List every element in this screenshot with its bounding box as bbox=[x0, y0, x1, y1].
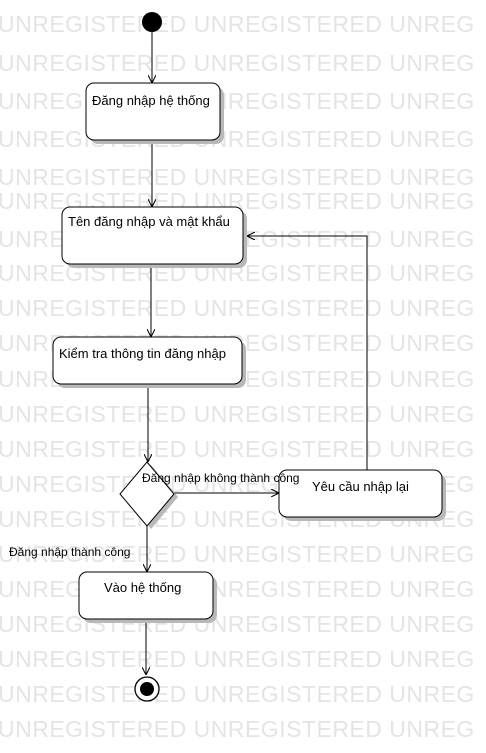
edge-retry-to-credentials bbox=[247, 236, 368, 470]
watermark-row: UNREGISTERED UNREGISTERED UNREG bbox=[0, 164, 475, 190]
activity-credentials[interactable]: Tên đăng nhập và mật khẩu bbox=[61, 206, 247, 268]
edges bbox=[146, 32, 368, 675]
watermark-row: UNREGISTERED UNREGISTERED UNREG bbox=[0, 646, 475, 672]
watermark-row: UNREGISTERED UNREGISTERED UNREG bbox=[0, 611, 475, 637]
watermark-row: UNREGISTERED UNREGISTERED UNREG bbox=[0, 576, 475, 602]
activity-enter-system[interactable]: Vào hệ thống bbox=[78, 571, 217, 623]
activity-retry[interactable]: Yêu cầu nhập lại bbox=[278, 469, 446, 521]
edge-label-success: Đăng nhập thành công bbox=[9, 545, 130, 559]
activity-label: Yêu cầu nhập lại bbox=[312, 479, 409, 494]
watermark-row: UNREGISTERED UNREGISTERED UNREG bbox=[0, 50, 475, 76]
watermark: UNREGISTERED UNREGISTERED UNREG UNREGIST… bbox=[0, 11, 475, 742]
watermark-row: UNREGISTERED UNREGISTERED UNREG bbox=[0, 295, 475, 321]
watermark-row: UNREGISTERED UNREGISTERED UNREG bbox=[0, 88, 475, 114]
watermark-row: UNREGISTERED UNREGISTERED UNREG bbox=[0, 716, 475, 742]
activity-label: Kiểm tra thông tin đăng nhập bbox=[59, 346, 226, 361]
watermark-row: UNREGISTERED UNREGISTERED UNREG bbox=[0, 126, 475, 152]
initial-node bbox=[142, 12, 162, 32]
decision-node[interactable] bbox=[119, 461, 178, 529]
watermark-row: UNREGISTERED UNREGISTERED UNREG bbox=[0, 681, 475, 707]
edge-label-fail: Đăng nhập không thành công bbox=[142, 471, 299, 485]
activity-login-system[interactable]: Đăng nhập hệ thống bbox=[85, 82, 224, 144]
watermark-row: UNREGISTERED UNREGISTERED UNREG bbox=[0, 541, 475, 567]
watermark-row: UNREGISTERED UNREGISTERED UNREG bbox=[0, 401, 475, 427]
activity-label: Đăng nhập hệ thống bbox=[92, 93, 210, 108]
final-node bbox=[134, 676, 160, 702]
activity-label: Tên đăng nhập và mật khẩu bbox=[68, 214, 230, 229]
activity-label: Vào hệ thống bbox=[104, 580, 181, 595]
watermark-row: UNREGISTERED UNREGISTERED UNREG bbox=[0, 11, 475, 37]
activity-check-info[interactable]: Kiểm tra thông tin đăng nhập bbox=[52, 336, 246, 388]
watermark-row: UNREGISTERED UNREGISTERED UNREG bbox=[0, 436, 475, 462]
